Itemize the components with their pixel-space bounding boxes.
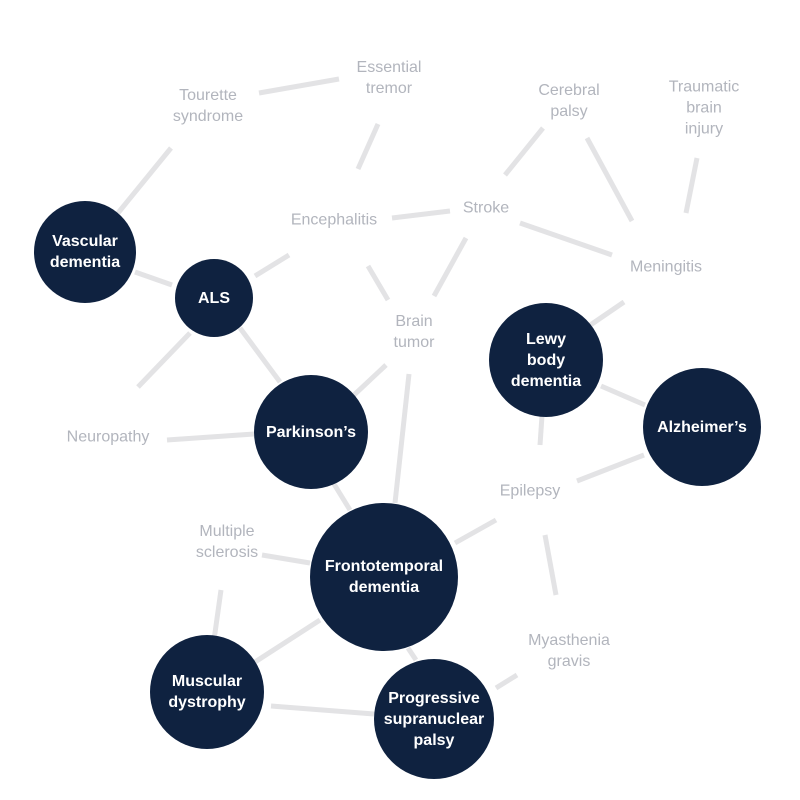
edge-lewy-alzheimers [600, 383, 646, 408]
edge-stroke-brain-tumor [431, 236, 469, 298]
edge-cerebral-palsy-meningitis [584, 136, 635, 223]
edge-ms-muscular [211, 589, 224, 641]
edge-brain-tumor-frontotemporal [392, 373, 412, 504]
edge-als-parkinsons [237, 326, 283, 384]
edge-parkinsons-brain-tumor [352, 363, 388, 397]
edge-stroke-meningitis [519, 220, 613, 258]
node-lewy-body-dementia: Lewy body dementia [489, 303, 603, 417]
node-multiple-sclerosis: Multiple sclerosis [195, 523, 259, 561]
edge-als-neuropathy [136, 331, 192, 389]
edge-tourette-vascular [116, 146, 173, 215]
node-progressive-supranuclear-palsy-label: Progressive supranuclear palsy [383, 689, 485, 749]
node-brain-tumor: Brain tumor [393, 313, 435, 351]
edge-epilepsy-frontotemporal [453, 517, 498, 546]
edge-neuropathy-parkinsons [166, 431, 255, 443]
node-frontotemporal-dementia: Frontotemporal dementia [310, 503, 458, 651]
node-essential-tremor: Essential tremor [356, 59, 422, 97]
node-muscular-dystrophy-label: Muscular dystrophy [168, 673, 246, 711]
edge-encephalitis-stroke [391, 208, 451, 221]
node-neuropathy: Neuropathy [66, 428, 150, 446]
edge-psp-myasthenia [494, 672, 519, 691]
edge-vascular-als [134, 269, 173, 288]
edge-ms-frontotemporal [261, 552, 311, 566]
edge-meningitis-lewy [584, 299, 626, 331]
edge-frontotemporal-muscular [253, 617, 322, 665]
edge-essential-tremor-encephalitis [355, 122, 381, 171]
node-alzheimers: Alzheimer’s [643, 368, 761, 486]
node-muscular-dystrophy: Muscular dystrophy [150, 635, 264, 749]
edge-encephalitis-als [253, 252, 291, 279]
node-frontotemporal-dementia-label: Frontotemporal dementia [324, 558, 444, 596]
node-vascular-dementia: Vascular dementia [34, 201, 136, 303]
node-tourette-syndrome: Tourette syndrome [172, 87, 244, 125]
edge-tbi-meningitis [683, 157, 700, 214]
edge-stroke-cerebral-palsy [503, 126, 545, 177]
node-als-label: ALS [198, 289, 230, 307]
node-als: ALS [175, 259, 253, 337]
edge-frontotemporal-psp [405, 646, 419, 662]
node-parkinsons-label: Parkinson’s [265, 423, 357, 441]
node-lewy-body-dementia-label: Lewy body dementia [510, 330, 582, 390]
node-progressive-supranuclear-palsy: Progressive supranuclear palsy [374, 659, 494, 779]
node-stroke: Stroke [462, 199, 510, 217]
edge-parkinsons-frontotemporal [331, 482, 353, 512]
node-vascular-dementia-label: Vascular dementia [49, 233, 121, 271]
node-parkinsons: Parkinson’s [254, 375, 368, 489]
edge-encephalitis-brain-tumor [365, 264, 391, 302]
edge-alzheimers-epilepsy [576, 452, 645, 484]
edge-epilepsy-myasthenia [542, 534, 559, 596]
node-cerebral-palsy: Cerebral palsy [538, 82, 600, 120]
edge-tourette-essential-tremor [258, 76, 340, 96]
node-traumatic-brain-injury: Traumatic brain injury [668, 78, 740, 138]
node-alzheimers-label: Alzheimer’s [657, 418, 747, 436]
node-myasthenia-gravis: Myasthenia gravis [528, 632, 610, 670]
edge-muscular-psp [270, 703, 375, 717]
edge-lewy-epilepsy [537, 415, 545, 446]
node-meningitis: Meningitis [629, 258, 703, 276]
node-epilepsy: Epilepsy [499, 482, 561, 500]
node-encephalitis: Encephalitis [290, 211, 378, 229]
